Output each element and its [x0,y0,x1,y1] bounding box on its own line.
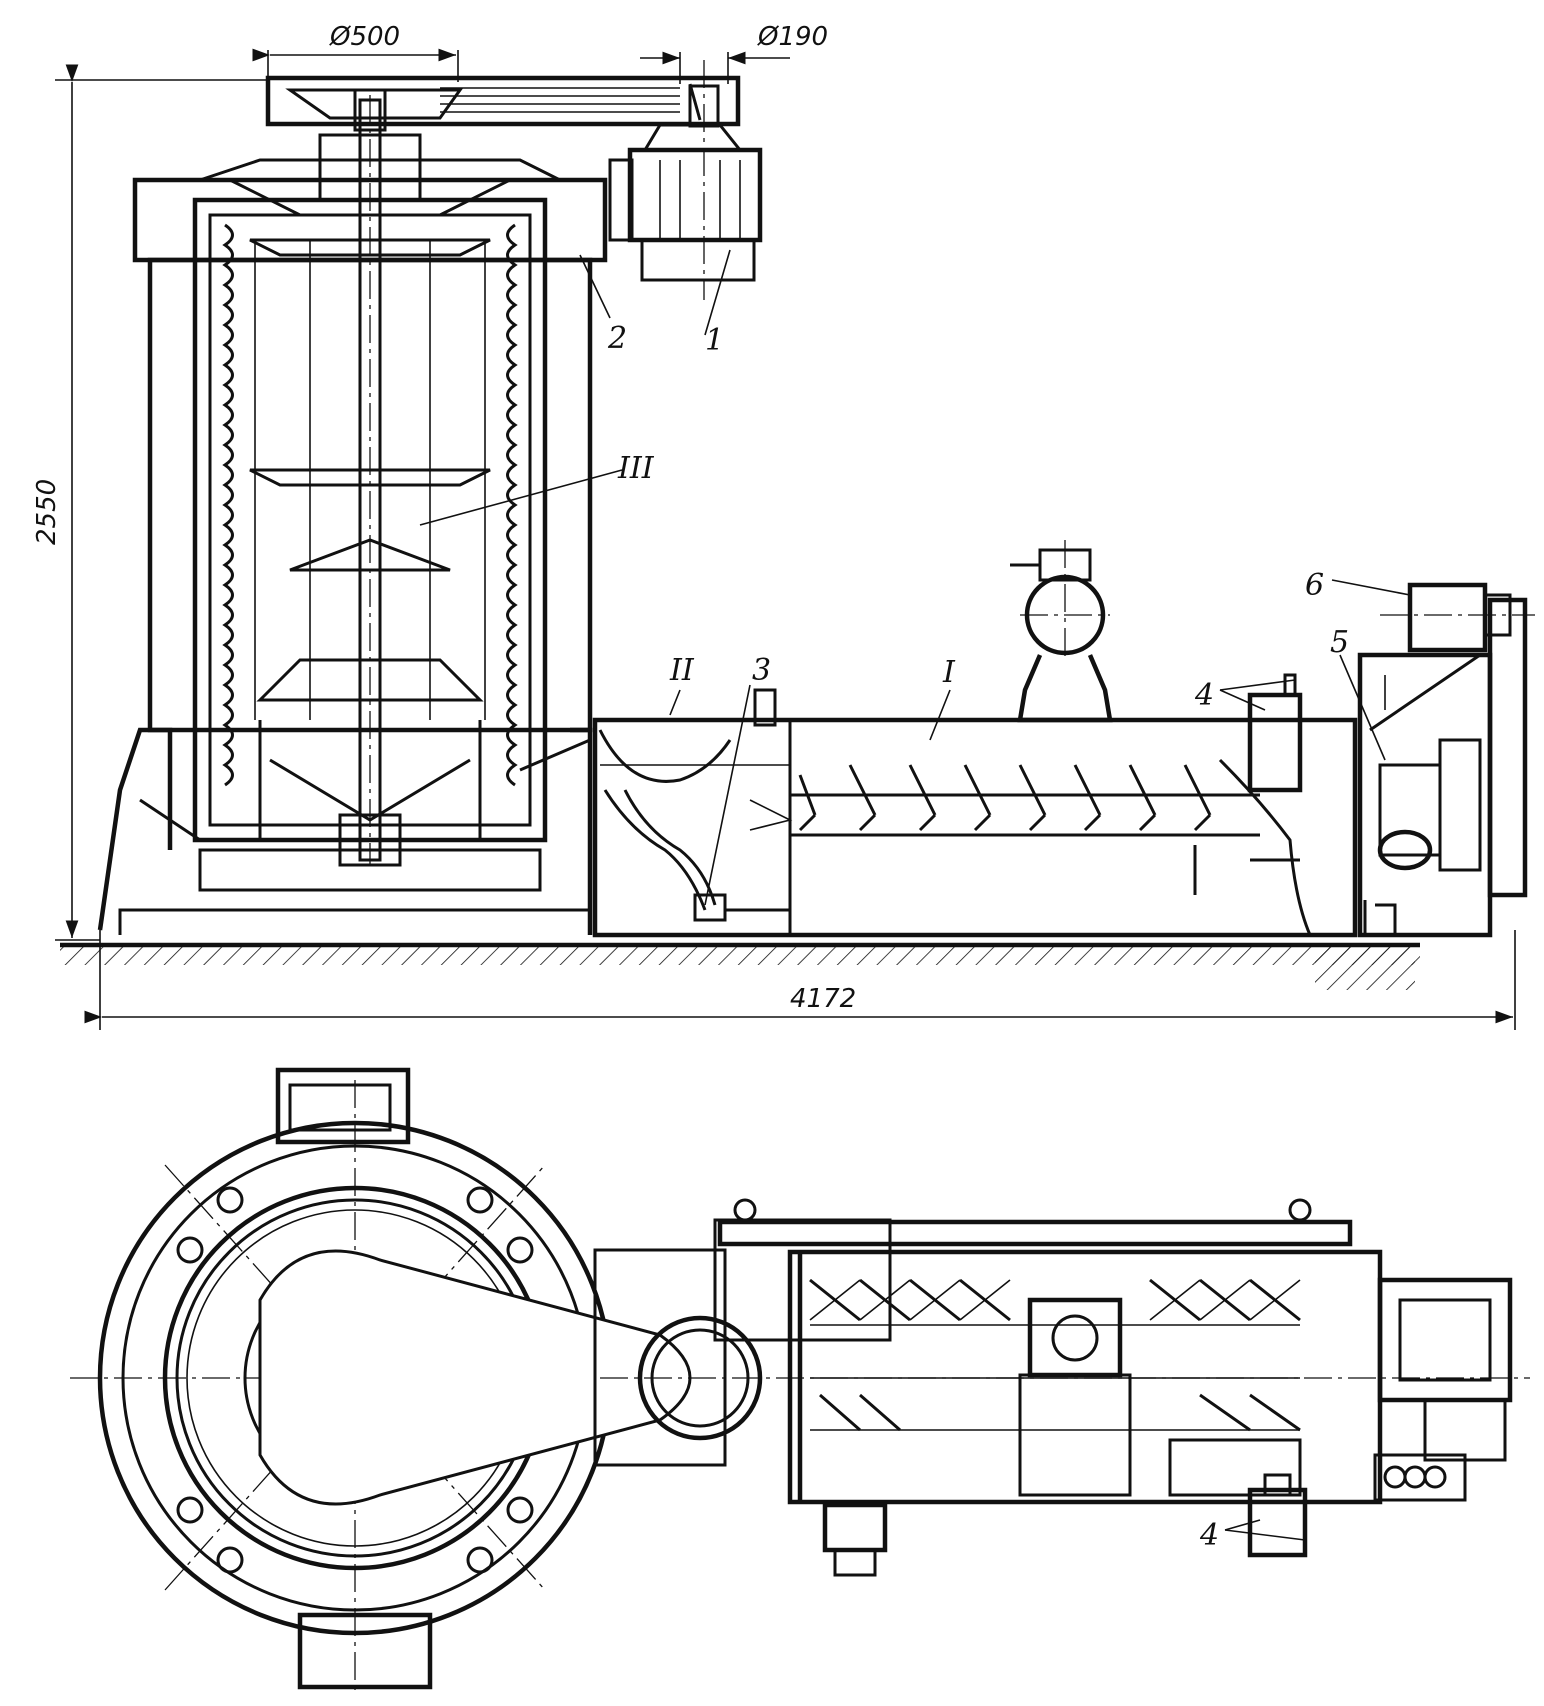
callout-1: 1 [705,323,724,358]
callout-4: 4 [1194,678,1214,713]
callout-plan-4: 4 [1199,1518,1219,1553]
plan-view: 4 [70,1067,1530,1690]
motor-1 [608,60,763,300]
dimension-motor-pulley: Ø190 [640,22,828,84]
callout-2: 2 [607,321,627,356]
callout-3: 3 [752,653,771,688]
electrical-box-4 [1247,673,1303,793]
ground-hatching [60,942,1420,990]
callout-zone-III: III [617,451,655,486]
callouts-elevation: 1 2 III 3 II I 4 5 6 [419,249,1411,906]
dim-motor-pulley: Ø190 [757,22,828,52]
dim-top-pulley: Ø500 [329,22,400,52]
feed-hopper [1010,540,1113,723]
callout-zone-I: I [942,655,956,690]
belt-drive [265,75,741,132]
screw-conveyor-plan [593,1198,1530,1577]
callout-6: 6 [1305,568,1324,603]
callout-5: 5 [1330,625,1349,660]
dimension-top-pulley: Ø500 [252,22,459,82]
dim-length: 4172 [790,984,856,1014]
elevation-view: Ø500 Ø190 2550 4172 1 [32,22,1535,1030]
screw-conveyor-elevation [592,688,1358,938]
dim-height: 2550 [32,479,62,545]
dimension-height: 2550 [32,64,270,941]
centrifuge-housing [132,95,608,867]
callouts-plan: 4 [1199,1518,1306,1553]
centrifuge-base [97,727,593,935]
callout-zone-II: II [669,653,695,688]
control-cabinet [1357,582,1535,938]
dimension-length: 4172 [84,930,1516,1030]
